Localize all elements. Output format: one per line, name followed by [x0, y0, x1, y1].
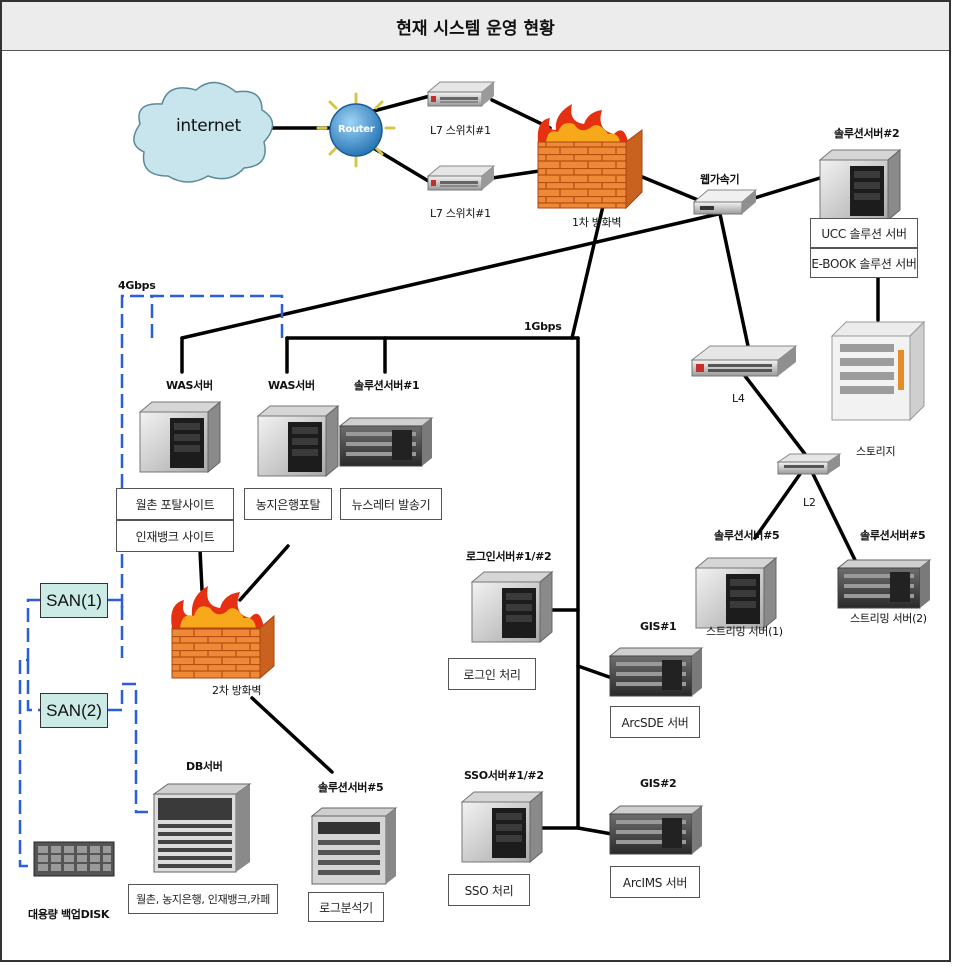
server-icon: [609, 805, 703, 855]
was-server2-title: WAS서버: [268, 379, 315, 392]
firewall1-label: 1차 방화벽: [572, 216, 622, 229]
switch-icon: [690, 345, 798, 377]
farmland-bank-portal-box: 농지은행포탈: [244, 488, 332, 520]
server-icon: [461, 791, 543, 863]
arcims-server-box: ArcIMS 서버: [610, 866, 700, 898]
network-links: [180, 94, 880, 836]
server-icon: [695, 557, 777, 629]
login-server-title: 로그인서버#1/#2: [466, 550, 552, 563]
server-icon: [152, 783, 252, 873]
talent-bank-site-box: 인재뱅크 사이트: [116, 520, 234, 552]
l7-switch-top-label: L7 스위치#1: [430, 124, 491, 137]
solution-server5a-title: 솔루션서버#5: [714, 529, 780, 542]
firewall-icon: [171, 586, 275, 680]
server-icon: [257, 405, 339, 477]
san-links: [18, 294, 284, 868]
streaming-server1-label: 스트리밍 서버(1): [706, 625, 783, 638]
newsletter-sender-box: 뉴스레터 발송기: [340, 488, 442, 520]
l7-switch-bottom-label: L7 스위치#1: [430, 207, 491, 220]
l4-label: L4: [732, 392, 745, 405]
router-icon: [316, 92, 396, 168]
internet-label: internet: [176, 116, 241, 136]
router-label: Router: [338, 124, 375, 135]
sso-process-box: SSO 처리: [448, 874, 530, 906]
l2-label: L2: [803, 496, 816, 509]
db-server-box: 월촌, 농지은행, 인재뱅크,카페: [128, 884, 278, 914]
server-icon: [609, 647, 703, 697]
firewall-icon: [537, 104, 643, 210]
server-icon: [819, 149, 901, 221]
web-accelerator-label: 웹가속기: [700, 173, 740, 186]
backup-disk-label: 대용량 백업DISK: [28, 908, 110, 921]
san2-box: SAN(2): [40, 693, 108, 728]
db-server-title: DB서버: [186, 760, 223, 773]
disk-array-icon: [33, 841, 115, 877]
solution-server2-title: 솔루션서버#2: [834, 127, 900, 140]
server-icon: [471, 571, 553, 643]
bandwidth-4gbps: 4Gbps: [118, 279, 156, 292]
solution-server5c-title: 솔루션서버#5: [318, 781, 384, 794]
server-icon: [139, 401, 221, 473]
web-accelerator-icon: [692, 189, 758, 215]
page-title: 현재 시스템 운영 현황: [2, 2, 949, 51]
server-icon: [310, 807, 398, 885]
sso-server-title: SSO서버#1/#2: [464, 769, 544, 782]
arcsde-server-box: ArcSDE 서버: [610, 706, 700, 738]
server-icon: [339, 417, 433, 467]
san1-box: SAN(1): [40, 583, 108, 618]
switch-icon: [776, 453, 842, 475]
log-analyzer-box: 로그분석기: [308, 892, 384, 922]
ucc-server-box: UCC 솔루션 서버: [810, 218, 918, 248]
ebook-server-box: E-BOOK 솔루션 서버: [810, 248, 918, 278]
gis1-title: GIS#1: [640, 620, 677, 633]
bandwidth-1gbps: 1Gbps: [524, 320, 562, 333]
server-icon: [837, 559, 931, 609]
streaming-server2-label: 스트리밍 서버(2): [850, 612, 927, 625]
storage-label: 스토리지: [856, 445, 896, 458]
solution-server5b-title: 솔루션서버#5: [860, 529, 926, 542]
firewall2-label: 2차 방화벽: [212, 684, 262, 697]
gis2-title: GIS#2: [640, 777, 677, 790]
portal-site-box: 월촌 포탈사이트: [116, 488, 234, 520]
login-process-box: 로그인 처리: [448, 658, 536, 690]
solution-server1-title: 솔루션서버#1: [354, 379, 420, 392]
switch-icon: [427, 81, 495, 107]
storage-icon: [830, 320, 926, 422]
cloud-icon: [133, 81, 274, 183]
was-server1-title: WAS서버: [166, 379, 213, 392]
switch-icon: [427, 165, 495, 191]
